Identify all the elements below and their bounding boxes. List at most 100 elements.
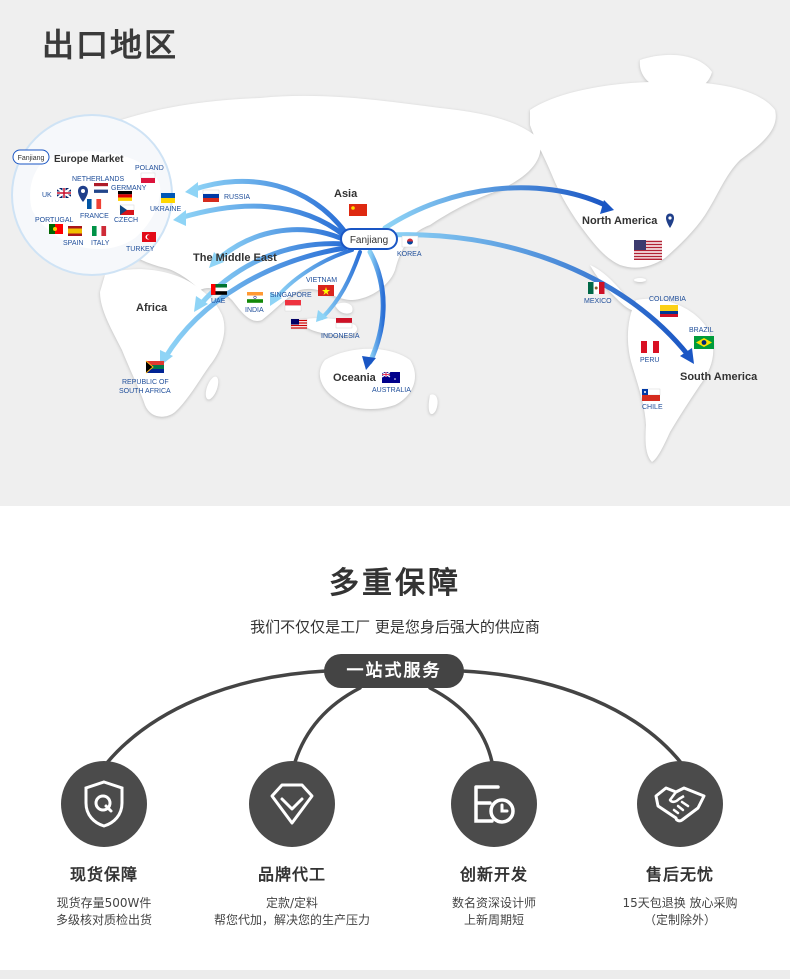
label-india: INDIA [245, 307, 264, 314]
feature-circle [637, 761, 723, 847]
feature-title: 售后无忧 [645, 865, 714, 884]
feature-description: 定款/定料 帮您代加，解决您的生产压力 [212, 895, 372, 929]
flag-ukraine-icon [161, 193, 175, 203]
feature-innovation: 创新开发 数名资深设计师 上新周期短 [414, 761, 574, 929]
flag-germany-icon [118, 191, 132, 201]
label-uae: UAE [211, 298, 226, 305]
feature-title: 品牌代工 [257, 865, 326, 884]
feature-circle [61, 761, 147, 847]
feature-description: 15天包退换 放心采购 （定制除外） [600, 895, 760, 929]
region-south-america: South America [680, 371, 758, 383]
label-netherlands: NETHERLANDS [72, 176, 124, 183]
flags [49, 172, 714, 401]
flag-vietnam-icon [318, 285, 334, 296]
label-colombia: COLOMBIA [649, 296, 686, 303]
feature-title: 现货保障 [69, 865, 138, 884]
pin-icon [666, 213, 674, 228]
label-indonesia: INDONESIA [321, 333, 360, 340]
flag-brazil-icon [694, 336, 714, 349]
flag-uk-icon [56, 187, 72, 199]
flag-portugal-icon [49, 224, 63, 234]
flag-usa-icon [634, 240, 662, 261]
service-section: 多重保障 我们不仅仅是工厂 更是您身后强大的供应商 一站式服务 现货保障 现货存… [0, 506, 790, 979]
flag-india-icon [247, 292, 263, 303]
feature-description: 数名资深设计师 上新周期短 [414, 895, 574, 929]
label-chile: CHILE [642, 404, 663, 411]
feature-desc-line: 多级核对质检出货 [55, 913, 152, 927]
label-spain: SPAIN [63, 240, 84, 247]
feature-desc-line: 数名资深设计师 [451, 896, 536, 910]
region-north-america: North America [582, 215, 658, 227]
feature-brand-oem: 品牌代工 定款/定料 帮您代加，解决您的生产压力 [212, 761, 372, 929]
feature-desc-line: 15天包退换 放心采购 [622, 896, 738, 910]
flag-south-africa-icon [145, 360, 164, 374]
region-africa: Africa [136, 302, 168, 314]
shield-q-icon [84, 780, 124, 828]
flag-mexico-icon [588, 282, 605, 294]
flag-france-icon [87, 199, 102, 209]
services-subtitle: 我们不仅仅是工厂 更是您身后强大的供应商 [250, 618, 540, 636]
hub-label: Fanjiang [350, 235, 388, 246]
label-turkey: TURKEY [126, 246, 155, 253]
flag-netherlands-icon [94, 183, 108, 193]
label-south-africa-2: SOUTH AFRICA [119, 388, 171, 395]
feature-description: 现货存量500W件 多级核对质检出货 [24, 895, 184, 929]
bottom-divider [0, 970, 790, 979]
feature-stock-guarantee: 现货保障 现货存量500W件 多级核对质检出货 [24, 761, 184, 929]
flag-singapore-icon [284, 300, 302, 312]
flag-chile-icon [641, 388, 661, 401]
label-mexico: MEXICO [584, 298, 612, 305]
flag-australia-icon [381, 371, 400, 383]
europe-market-label: Europe Market [54, 154, 124, 165]
feature-circle [249, 761, 335, 847]
region-oceania: Oceania [333, 372, 377, 384]
label-czech: CZECH [114, 217, 138, 224]
flag-korea-icon [401, 235, 419, 248]
label-portugal: PORTUGAL [35, 217, 73, 224]
flag-czech-icon [119, 204, 135, 215]
flag-peru-icon [641, 341, 659, 353]
diamond-icon [270, 783, 314, 825]
flag-italy-icon [92, 226, 107, 236]
hub-marker: Fanjiang [340, 228, 398, 250]
connector-arcs [104, 669, 684, 766]
flag-china-icon [349, 204, 367, 216]
region-asia: Asia [334, 188, 358, 200]
label-peru: PERU [640, 357, 659, 364]
flag-turkey-icon [142, 232, 156, 242]
label-singapore: SINGAPORE [270, 292, 312, 299]
feature-desc-line: 定款/定料 [265, 896, 319, 910]
flag-uae-icon [211, 284, 227, 295]
feature-desc-line: （定制除外） [643, 913, 716, 927]
export-map-section: Fanjiang Fanjiang Europe Market Asia The… [0, 0, 790, 506]
flag-malaysia-icon [290, 318, 308, 330]
flag-colombia-icon [660, 305, 678, 317]
one-stop-service-badge: 一站式服务 [324, 654, 464, 688]
label-vietnam: VIETNAM [306, 277, 337, 284]
region-middle-east: The Middle East [193, 252, 277, 264]
feature-after-sales: 售后无忧 15天包退换 放心采购 （定制除外） [600, 761, 760, 929]
flag-spain-icon [68, 226, 82, 236]
label-germany: GERMANY [111, 185, 147, 192]
design-clock-icon [474, 785, 515, 824]
flag-indonesia-icon [335, 318, 353, 329]
flag-russia-icon [202, 189, 220, 202]
arrow-heads [160, 182, 694, 370]
label-korea: KOREA [397, 251, 422, 258]
map-title: 出口地区 [42, 26, 179, 64]
world-map: Fanjiang Fanjiang Europe Market Asia The… [11, 54, 776, 462]
label-ukraine: UKRAINE [150, 206, 181, 213]
label-italy: ITALY [91, 240, 110, 247]
label-brazil: BRAZIL [689, 327, 714, 334]
label-australia: AUSTRALIA [372, 387, 411, 394]
country-labels: POLAND NETHERLANDS GERMANY UK UKRAINE FR… [35, 165, 714, 411]
pin-icon [78, 185, 88, 202]
flag-poland-icon [140, 172, 156, 183]
feature-desc-line: 现货存量500W件 [56, 896, 152, 910]
feature-title: 创新开发 [459, 865, 528, 884]
handshake-icon [654, 786, 706, 823]
label-uk: UK [42, 192, 52, 199]
services-title: 多重保障 [329, 566, 461, 601]
feature-desc-line: 帮您代加，解决您的生产压力 [213, 913, 370, 927]
label-south-africa-1: REPUBLIC OF [122, 379, 169, 386]
